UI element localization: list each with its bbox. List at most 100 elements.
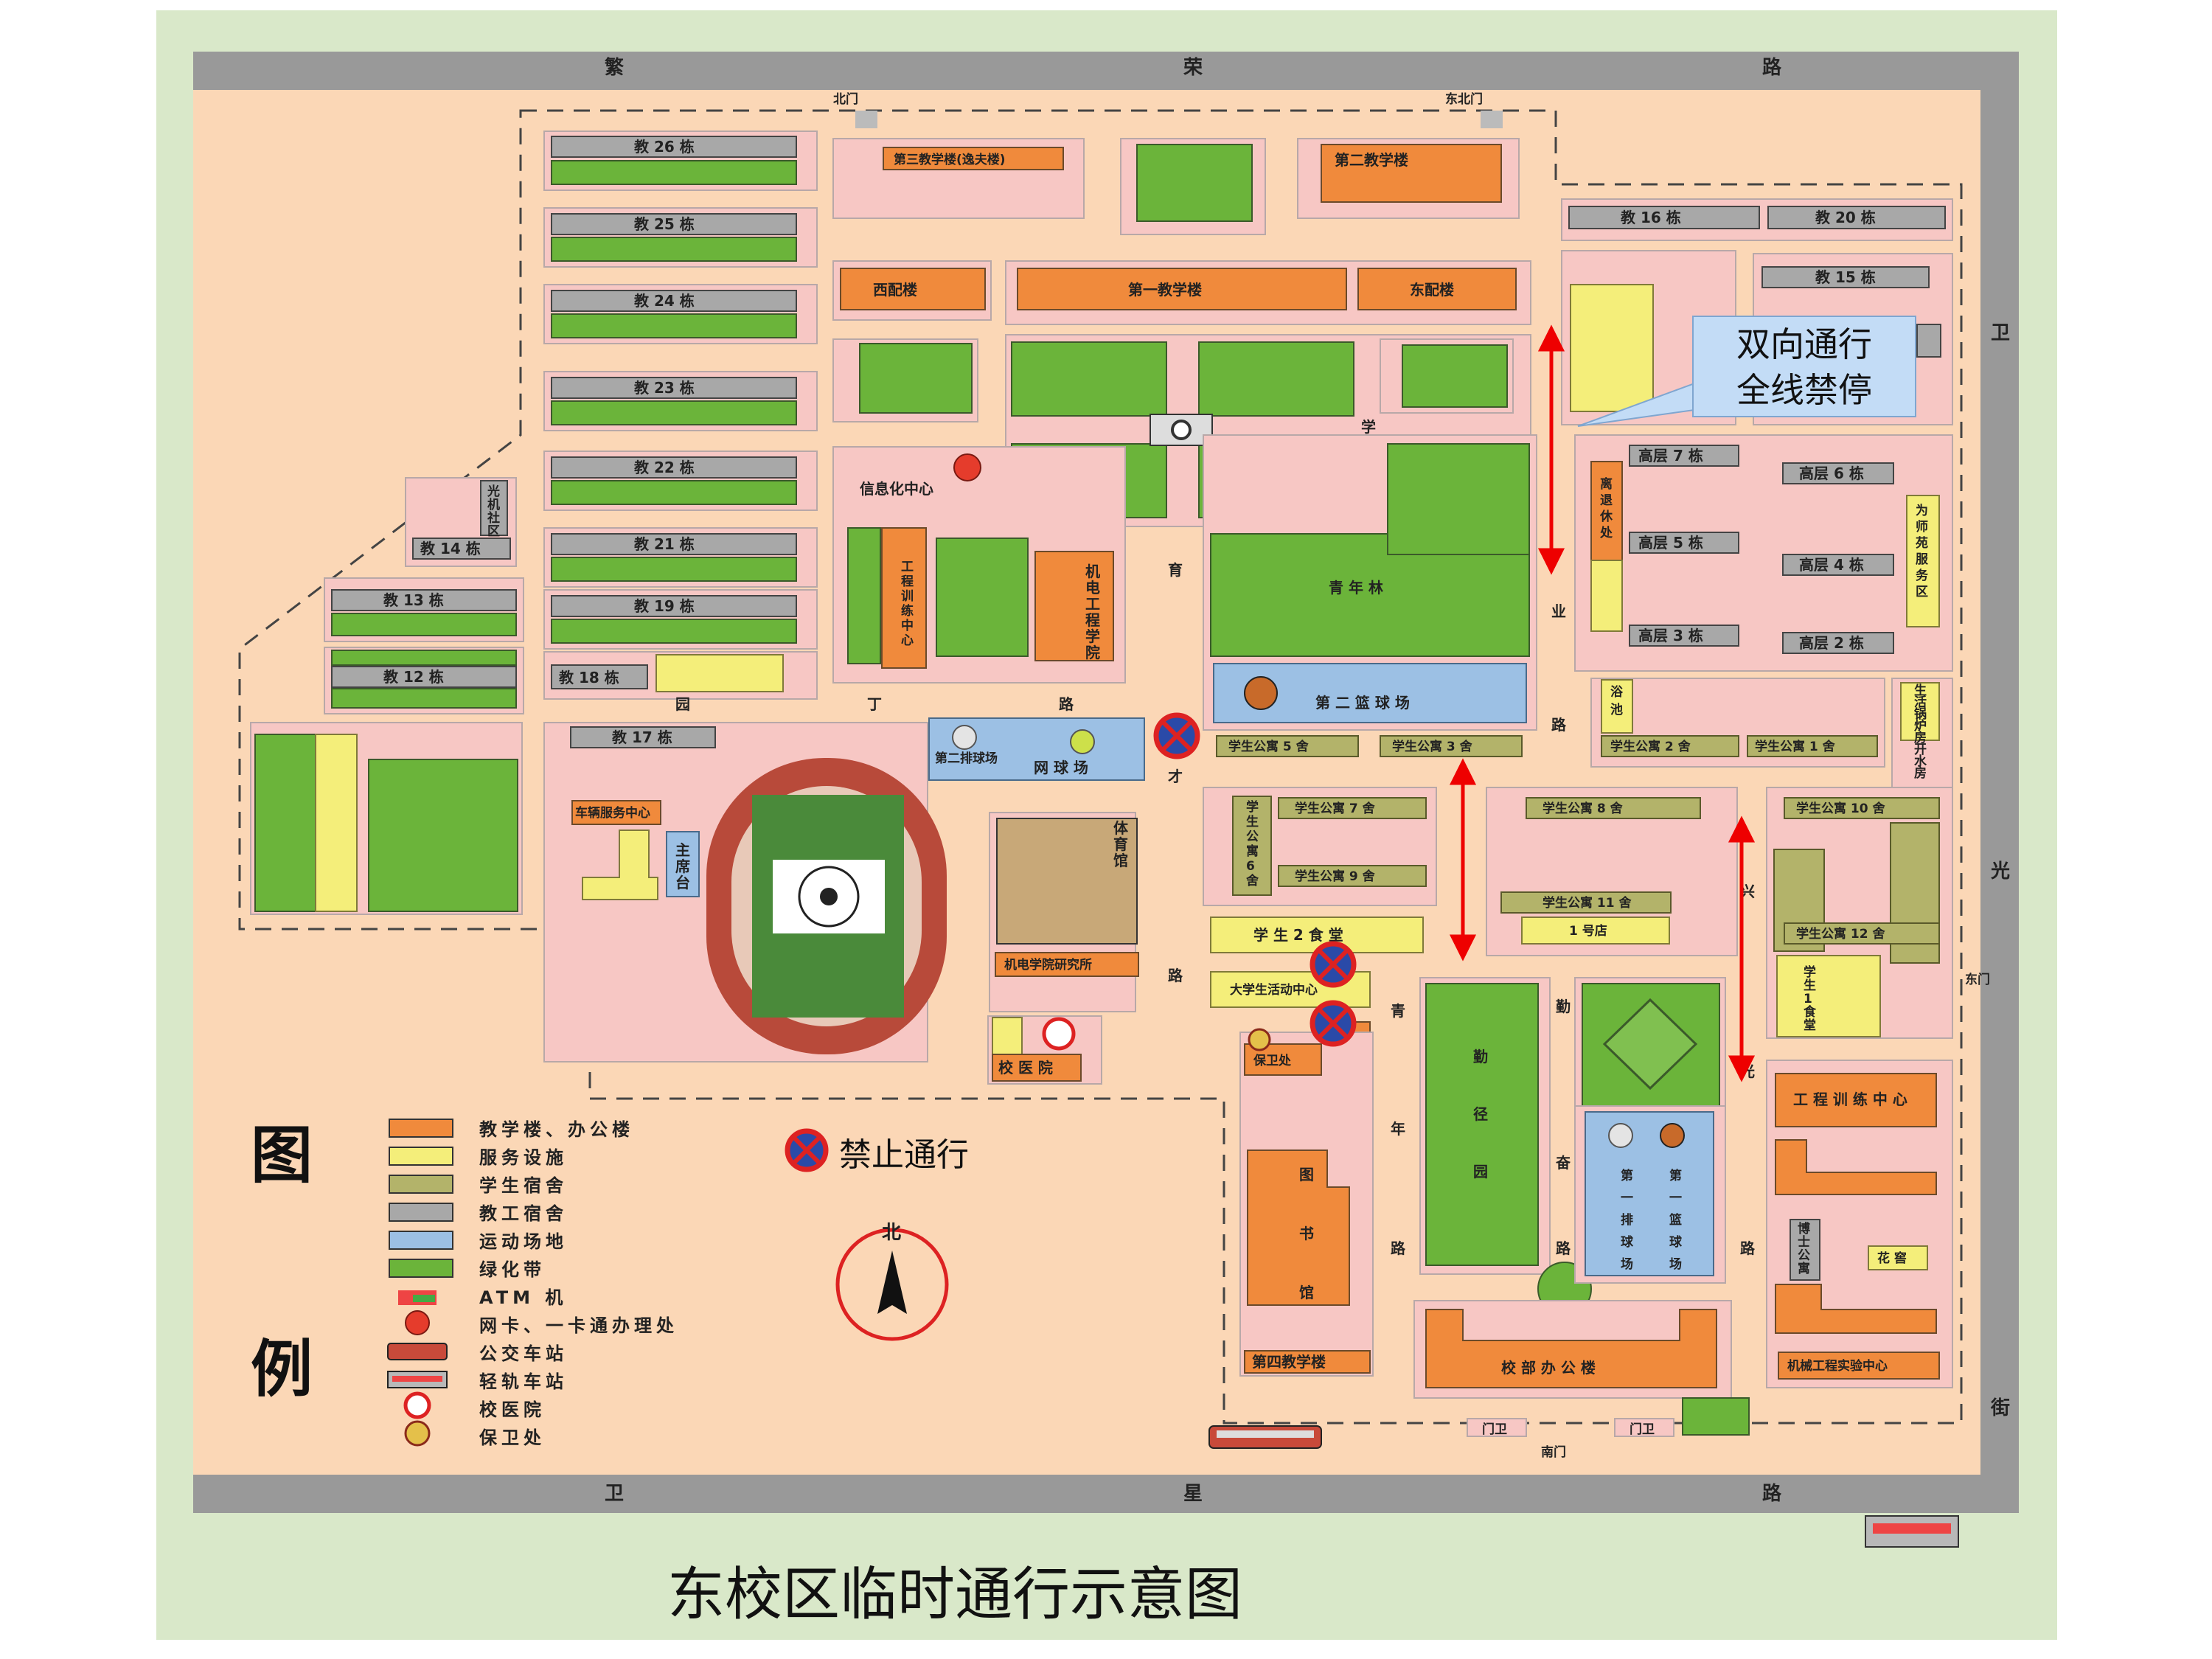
service-litui[interactable] [1590, 560, 1623, 632]
bldg-jiao20[interactable] [1767, 206, 1946, 229]
bldg-dian1[interactable] [1521, 917, 1670, 945]
street-qingnian-2: 年 [1391, 1120, 1405, 1138]
no-entry-icon-3 [1310, 1000, 1357, 1047]
label-gc7: 高层 7 栋 [1638, 447, 1703, 465]
bldg-st2[interactable] [1210, 917, 1424, 953]
service-west[interactable] [315, 734, 358, 912]
bldg-huajiao[interactable] [1868, 1245, 1928, 1270]
two-way-arrow-3 [1728, 815, 1756, 1082]
bldg-jiao18[interactable] [551, 664, 648, 689]
service-ne[interactable] [1570, 284, 1654, 412]
bldg-gc7[interactable] [1629, 445, 1739, 467]
bldg-gcxl[interactable] [881, 527, 927, 669]
bldg-jiao12[interactable] [331, 666, 517, 688]
bldg-jdgc[interactable] [1034, 551, 1114, 661]
bldg-gy3[interactable] [1380, 735, 1523, 757]
bldg-gy6[interactable] [1232, 796, 1272, 896]
bldg-ne-small[interactable] [1916, 324, 1941, 358]
bldg-zhuxi[interactable] [666, 831, 700, 897]
bldg-gy10[interactable] [1784, 797, 1940, 819]
bldg-jiao25[interactable] [551, 213, 797, 235]
two-way-no-parking-callout: 双向通行 全线禁停 [1692, 316, 1916, 417]
service-hospital[interactable] [992, 1017, 1023, 1057]
green-jiao26 [551, 160, 797, 185]
bldg-gy5[interactable] [1216, 735, 1359, 757]
label-gc6: 高层 6 栋 [1799, 465, 1864, 482]
label-gy3: 学生公寓 3 舍 [1392, 739, 1472, 754]
bldg-jiao14[interactable] [412, 538, 511, 560]
bldg-di1jxl[interactable] [1017, 268, 1347, 310]
label-weishi: 为师苑服务区 [1916, 503, 1929, 599]
bldg-gy8[interactable] [1526, 797, 1701, 819]
light-rail-stripe [1873, 1523, 1951, 1534]
court-paiqiu1[interactable] [1585, 1111, 1714, 1276]
bldg-jiao21[interactable] [551, 533, 797, 555]
service-weishi[interactable] [1906, 495, 1940, 627]
bldg-jiao19[interactable] [551, 595, 797, 617]
green-qinjing [1425, 983, 1539, 1266]
bldg-gy12[interactable] [1784, 922, 1940, 945]
bldg-jiao15[interactable] [1761, 266, 1930, 288]
service-cheliang[interactable] [582, 830, 658, 900]
bldg-gc6[interactable] [1782, 462, 1894, 484]
bldg-gy11[interactable] [1500, 891, 1672, 914]
south-road-char-2: 星 [1183, 1483, 1203, 1505]
bldg-dongpei[interactable] [1357, 268, 1517, 310]
bldg-gy7[interactable] [1278, 797, 1427, 819]
bldg-jiao16[interactable] [1568, 206, 1760, 229]
bldg-xiaobu[interactable] [1425, 1309, 1717, 1388]
street-qinfen-1: 勤 [1556, 998, 1571, 1015]
bldg-jxsy-upper[interactable] [1775, 1284, 1937, 1334]
bldg-jiao17[interactable] [570, 726, 716, 748]
bldg-jiao22[interactable] [551, 456, 797, 479]
south-road-char-3: 路 [1762, 1482, 1782, 1505]
bldg-gc5[interactable] [1629, 532, 1739, 554]
bldg-tiyuguan[interactable] [996, 818, 1138, 945]
bldg-guolu[interactable] [1900, 682, 1940, 741]
legend-swatch-staff-dorm [389, 1203, 453, 1222]
bldg-gy9[interactable] [1278, 865, 1427, 887]
north-road-char-2: 荣 [1183, 57, 1203, 79]
bldg-gcxl2-wing[interactable] [1775, 1139, 1937, 1195]
bldg-cheliang[interactable] [571, 800, 661, 825]
no-entry-legend-label: 禁止通行 [839, 1136, 969, 1174]
bldg-jiao13[interactable] [331, 589, 517, 611]
label-huajiao: 花 窖 [1877, 1251, 1907, 1266]
bldg-guangji[interactable] [480, 480, 508, 536]
guard-label-1: 门卫 [1482, 1422, 1507, 1437]
bldg-gy2[interactable] [1601, 735, 1739, 757]
bldg-yuchi[interactable] [1601, 679, 1633, 734]
bldg-jdyjs[interactable] [995, 952, 1139, 977]
no-entry-legend-icon [785, 1128, 829, 1172]
service-jiao18[interactable] [655, 654, 784, 692]
bldg-gc4[interactable] [1782, 554, 1894, 576]
street-qingnian-1: 青 [1391, 1002, 1405, 1020]
south-road-char-1: 卫 [605, 1483, 624, 1505]
label-gy8: 学生公寓 8 舍 [1543, 801, 1623, 816]
label-jiao16: 教 16 栋 [1621, 209, 1681, 226]
label-dian1: 1 号店 [1569, 923, 1607, 939]
police-legend-icon [404, 1420, 431, 1447]
label-guangji: 光机社区 [487, 484, 500, 539]
bldg-gcxl2[interactable] [1775, 1073, 1937, 1127]
street-xueye-2: 业 [1551, 602, 1566, 620]
bldg-jiao23[interactable] [551, 377, 797, 399]
bldg-gy1[interactable] [1747, 735, 1878, 757]
bldg-di4jxl[interactable] [1244, 1350, 1371, 1374]
bldg-jxsy[interactable] [1778, 1352, 1940, 1380]
card-office-dot-icon[interactable] [953, 453, 981, 481]
bldg-tushuguan[interactable] [1247, 1150, 1350, 1306]
legend-label-card: 网卡、一卡通办理处 [479, 1315, 678, 1336]
bldg-jiao24[interactable] [551, 290, 797, 312]
legend-label-green: 绿化带 [479, 1259, 546, 1280]
bldg-gc2[interactable] [1782, 632, 1894, 654]
label-qinjing: 勤径园 [1473, 1048, 1488, 1180]
bldg-di2jxl[interactable] [1321, 144, 1502, 203]
bldg-xipei[interactable] [840, 268, 986, 310]
bldg-gc3[interactable] [1629, 625, 1739, 647]
bldg-st1[interactable] [1776, 955, 1881, 1037]
bldg-boshi[interactable] [1790, 1219, 1820, 1281]
bldg-di3jxl[interactable] [883, 147, 1064, 170]
bldg-jiao26[interactable] [551, 136, 797, 158]
bldg-xiaoyiyuan[interactable] [992, 1054, 1082, 1082]
